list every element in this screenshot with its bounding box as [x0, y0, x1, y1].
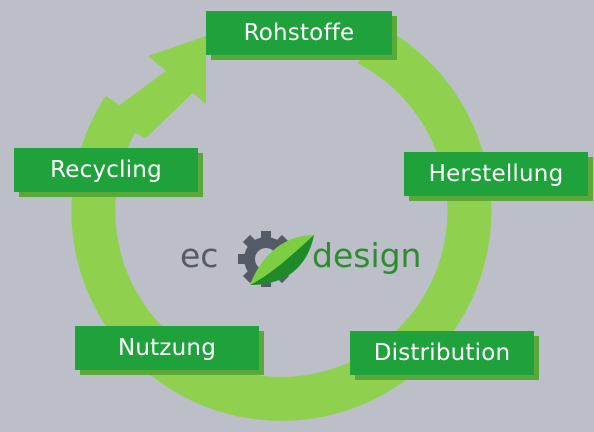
gear-leaf-icon	[238, 231, 314, 287]
stage-label-distribution: Distribution	[373, 340, 511, 366]
stage-label-recycling: Recycling	[50, 157, 162, 183]
stage-box-distribution: Distribution	[350, 331, 539, 380]
leaf-icon	[250, 235, 314, 285]
stage-label-herstellung: Herstellung	[428, 161, 564, 187]
stage-box-nutzung: Nutzung	[75, 326, 264, 375]
stage-label-nutzung: Nutzung	[117, 335, 217, 361]
logo-text-design: design	[312, 236, 422, 275]
cycle-arrow-neck	[102, 62, 196, 138]
ecodesign-logo: ec design	[178, 225, 438, 295]
logo-text-eco: ec	[180, 236, 219, 275]
stage-box-recycling: Recycling	[14, 148, 203, 197]
stage-box-herstellung: Herstellung	[404, 152, 593, 201]
stage-label-rohstoffe: Rohstoffe	[243, 20, 355, 46]
stage-box-rohstoffe: Rohstoffe	[206, 11, 397, 60]
cycle-ring	[71, 24, 492, 421]
